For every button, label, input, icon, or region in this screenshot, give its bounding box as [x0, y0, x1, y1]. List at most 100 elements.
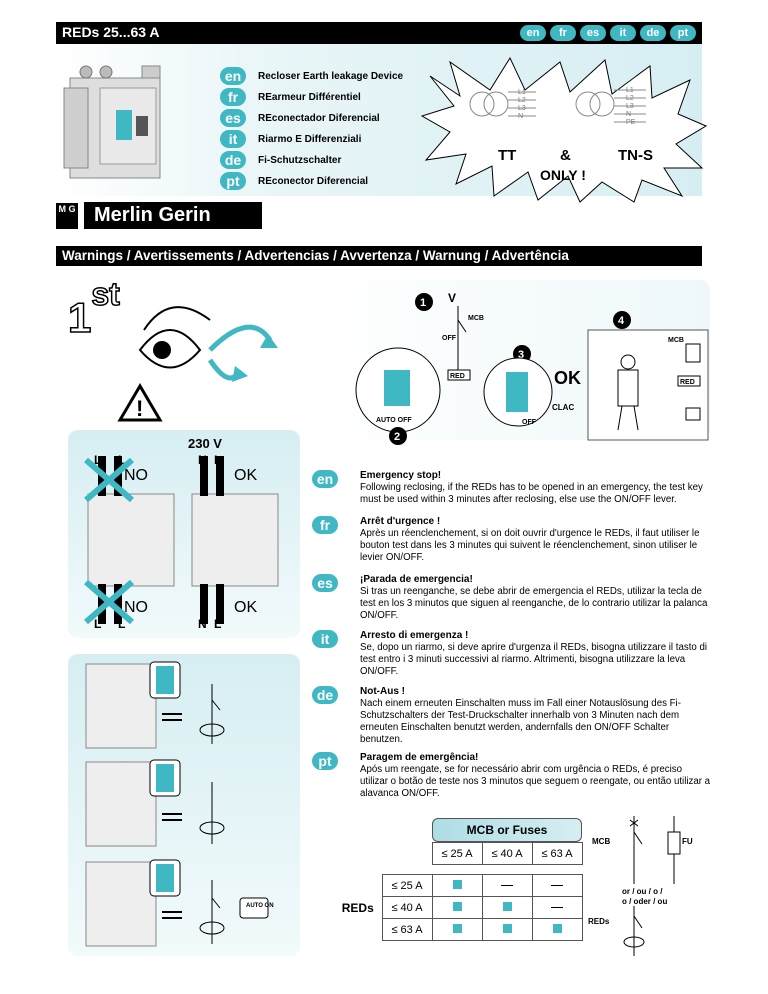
cell-ok: [481, 896, 533, 919]
message-body: Si tras un reenganche, se debe abrir de …: [360, 586, 708, 621]
lang-badge-fr: fr: [220, 88, 246, 106]
line-label: PE: [626, 119, 636, 126]
lang-badge-de: de: [312, 686, 338, 704]
message-title: Paragem de emergência!: [360, 752, 479, 763]
svg-text:!: !: [136, 396, 143, 421]
step-1: 1: [420, 297, 426, 309]
message-title: ¡Parada de emergencia!: [360, 574, 473, 585]
product-name: REconector Diferencial: [258, 175, 369, 187]
clac-label: CLAC: [552, 403, 574, 412]
line-label: L1: [518, 89, 526, 96]
product-name: REconectador Diferencial: [258, 112, 380, 124]
product-name: Fi-Schutzschalter: [258, 154, 342, 166]
first-sup: st: [91, 275, 121, 313]
col-header: ≤ 25 A: [431, 842, 483, 865]
col-header: ≤ 63 A: [531, 842, 583, 865]
no-label-top: NO: [124, 467, 148, 484]
chip-es[interactable]: es: [580, 25, 606, 41]
schematic-or2: o / oder / ou: [622, 897, 667, 906]
language-chips: en fr es it de pt: [520, 25, 696, 41]
line-label: L3: [518, 105, 526, 112]
step-4: 4: [618, 315, 625, 327]
line-label: L2: [518, 97, 526, 104]
line-label: L2: [626, 95, 634, 102]
product-row: es REconectador Diferencial: [220, 108, 403, 128]
wiring-illustration: 230 V L L N L NO OK NO OK L L N L: [84, 436, 279, 631]
chip-pt[interactable]: pt: [670, 25, 696, 41]
mcb-label: MCB: [468, 315, 484, 322]
auto-on-label: AUTO ON: [246, 903, 274, 909]
product-row: de Fi-Schutzschalter: [220, 150, 403, 170]
cell-no: [531, 896, 583, 919]
product-row: fr REarmeur Différentiel: [220, 87, 403, 107]
schematic-or: or / ou / o /: [622, 887, 663, 896]
line-label: L1: [626, 87, 634, 94]
red-label-2: RED: [680, 379, 695, 386]
product-name: REarmeur Différentiel: [258, 91, 361, 103]
device-states-illustration: AUTO ON: [85, 661, 274, 947]
coordination-table: ≤ 25 A ≤ 40 A ≤ 63 A REDs ≤ 25 A ≤ 40 A …: [334, 842, 583, 941]
message-title: Arresto di emergenza !: [360, 630, 469, 641]
message-body: Following reclosing, if the REDs has to …: [360, 482, 703, 505]
message-body: Se, dopo un riarmo, si deve aprire d'urg…: [360, 642, 708, 677]
cell-ok: [431, 896, 483, 919]
step-3: 3: [518, 349, 524, 361]
line-label: L3: [626, 103, 634, 110]
lang-badge-de: de: [220, 151, 246, 169]
chip-it[interactable]: it: [610, 25, 636, 41]
product-row: it Riarmo E Differenziali: [220, 129, 403, 149]
header-title: REDs 25...63 A: [62, 24, 160, 40]
message-body: Nach einem erneuten Einschalten muss im …: [360, 698, 681, 745]
row-label: ≤ 63 A: [381, 918, 433, 941]
right-N2: N: [198, 617, 207, 631]
message-title: Emergency stop!: [360, 470, 442, 481]
chip-fr[interactable]: fr: [550, 25, 576, 41]
voltage-label: V: [448, 291, 456, 305]
mcb-fuse-schematic: MCB FU or / ou / o / o / oder / ou REDs: [588, 816, 693, 956]
message-body: Após um reengate, se for necessário abri…: [360, 764, 711, 799]
cell-no: [481, 874, 533, 897]
ok-label-top: OK: [234, 467, 257, 484]
lang-badge-pt: pt: [220, 172, 246, 190]
and-label: &: [560, 147, 571, 164]
table-row: ≤ 63 A: [334, 918, 583, 941]
cell-no: [531, 874, 583, 897]
auto-off-label: AUTO OFF: [376, 417, 412, 424]
table-header-row: ≤ 25 A ≤ 40 A ≤ 63 A: [334, 842, 583, 865]
row-group-label: REDs: [341, 900, 374, 915]
schematic-mcb: MCB: [592, 837, 610, 846]
lang-badge-es: es: [220, 109, 246, 127]
message-title: Not-Aus !: [360, 686, 405, 697]
product-name: Riarmo E Differenziali: [258, 133, 362, 145]
left-L4: L: [118, 617, 125, 631]
chip-de[interactable]: de: [640, 25, 666, 41]
message-title: Arrêt d'urgence !: [360, 516, 441, 527]
left-L1: L: [94, 453, 101, 467]
chip-en[interactable]: en: [520, 25, 546, 41]
first-num: 1: [67, 293, 92, 342]
tt-label: TT: [498, 147, 516, 164]
row-label: ≤ 40 A: [381, 896, 433, 919]
off-label: OFF: [442, 335, 457, 342]
no-label-bottom: NO: [124, 599, 148, 616]
lang-badge-it: it: [220, 130, 246, 148]
starburst-badge: L1 L2 L3 N L1 L2 L3 N PE TT & TN-S ONLY …: [420, 56, 708, 203]
mcb-label-2: MCB: [668, 337, 684, 344]
lang-badge-it: it: [312, 630, 338, 648]
table-row: REDs ≤ 25 A: [334, 874, 583, 915]
schematic-reds: REDs: [588, 917, 610, 926]
product-name: Recloser Earth leakage Device: [258, 70, 404, 82]
lang-badge-en: en: [312, 470, 338, 488]
off-label-2: OFF: [522, 419, 537, 426]
eye-warning-illustration: !: [117, 306, 278, 422]
col-header: ≤ 40 A: [481, 842, 533, 865]
only-label: ONLY !: [540, 167, 586, 183]
brand-logo: M G: [56, 202, 78, 229]
row-label: ≤ 25 A: [381, 874, 433, 897]
brand: M G Merlin Gerin: [56, 202, 262, 229]
ok-label-bottom: OK: [234, 599, 257, 616]
lang-badge-pt: pt: [312, 752, 338, 770]
cell-ok: [431, 918, 483, 941]
